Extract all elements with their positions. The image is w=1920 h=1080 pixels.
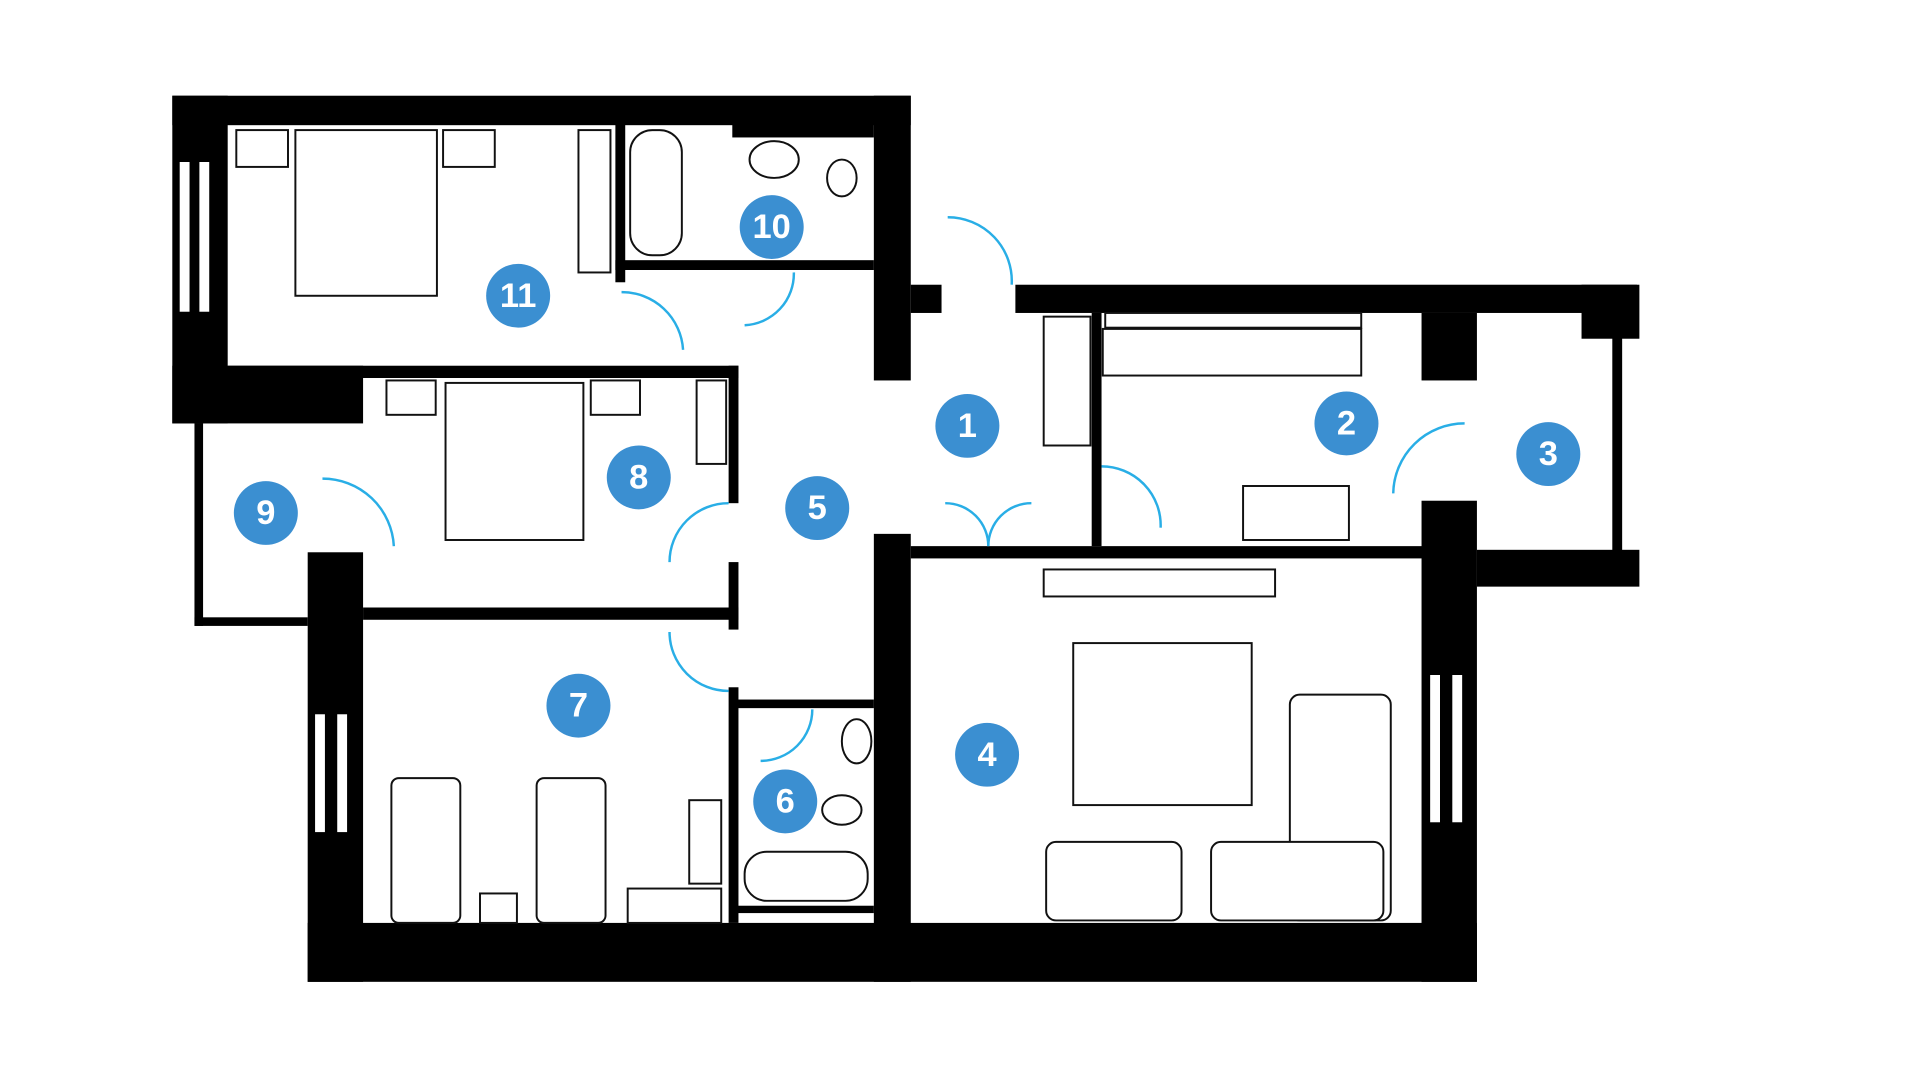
room-number: 1 — [958, 407, 977, 445]
room-number: 5 — [808, 489, 827, 527]
room-number: 2 — [1337, 404, 1356, 442]
rug — [1072, 642, 1253, 807]
room-label-7: 7 — [546, 673, 611, 738]
room-labels: 1 2 3 4 5 6 7 8 9 10 11 — [233, 195, 1581, 834]
room-label-4: 4 — [955, 722, 1020, 787]
room-label-1: 1 — [935, 393, 1000, 458]
room-label-11: 11 — [486, 263, 551, 328]
armchair — [1045, 840, 1183, 922]
room-number: 9 — [256, 494, 275, 532]
wardrobe — [1042, 315, 1092, 447]
room-number: 11 — [500, 277, 536, 315]
room-number: 8 — [629, 458, 648, 496]
kitchen-counter — [1101, 327, 1363, 377]
furniture — [235, 129, 1392, 924]
room-number: 3 — [1539, 435, 1558, 473]
doors — [322, 215, 1465, 763]
bed-single-2 — [535, 777, 607, 924]
room-label-6: 6 — [753, 769, 818, 834]
room-label-8: 8 — [606, 445, 671, 510]
room-number: 10 — [753, 208, 791, 246]
bathtub-6 — [743, 850, 869, 902]
room-label-3: 3 — [1516, 422, 1581, 486]
room-number: 6 — [776, 782, 795, 820]
room-label-10: 10 — [739, 195, 804, 259]
walls — [172, 95, 1640, 982]
bed-room-8 — [444, 381, 585, 541]
tv-stand — [1042, 568, 1277, 598]
bed-room-11 — [294, 129, 438, 297]
room-label-5: 5 — [785, 476, 850, 540]
room-number: 7 — [569, 687, 588, 725]
room-label-9: 9 — [233, 481, 298, 545]
room-label-2: 2 — [1314, 391, 1379, 456]
bed-single-1 — [390, 777, 462, 924]
room-number: 4 — [977, 736, 996, 774]
dining-table — [1242, 485, 1350, 541]
bathtub — [629, 129, 683, 257]
